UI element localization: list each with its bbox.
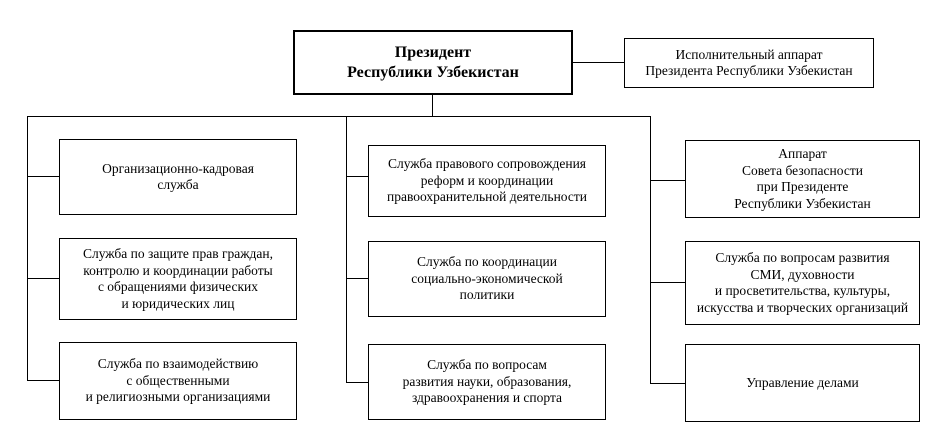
connector-left-2 [27,278,59,279]
middle-service-box-1: Служба правового сопровождения реформ и … [368,145,606,217]
connector-right-2 [650,282,685,283]
right-service-box-3: Управление делами [685,344,920,422]
connector-president-to-executive [572,62,624,63]
middle-service-label-3: Служба по вопросам развития науки, образ… [402,357,572,406]
left-service-label-3: Служба по взаимодействию с общественными… [85,356,271,405]
left-service-box-2: Служба по защите прав граждан, контролю … [59,238,297,320]
middle-service-label-2: Служба по координации социально-экономич… [411,254,563,303]
right-service-label-2: Служба по вопросам развития СМИ, духовно… [696,250,909,315]
left-service-box-3: Служба по взаимодействию с общественными… [59,342,297,420]
executive-office-label: Исполнительный аппарат Президента Респуб… [645,46,853,79]
connector-left-vertical [27,116,28,381]
connector-middle-1 [346,176,368,177]
connector-right-vertical [650,116,651,384]
left-service-label-2: Служба по защите прав граждан, контролю … [82,246,274,311]
connector-middle-vertical [346,116,347,383]
connector-right-1 [650,180,685,181]
right-service-label-1: Аппарат Совета безопасности при Президен… [734,146,871,211]
executive-office-box: Исполнительный аппарат Президента Респуб… [624,38,874,88]
president-box: Президент Республики Узбекистан [293,30,573,95]
connector-president-down [432,95,433,116]
president-label: Президент Республики Узбекистан [347,43,519,81]
left-service-box-1: Организационно-кадровая служба [59,139,297,215]
connector-left-3 [27,380,59,381]
connector-right-3 [650,383,685,384]
connector-middle-2 [346,278,368,279]
middle-service-box-2: Служба по координации социально-экономич… [368,241,606,317]
connector-left-1 [27,176,59,177]
right-service-box-2: Служба по вопросам развития СМИ, духовно… [685,241,920,325]
middle-service-box-3: Служба по вопросам развития науки, образ… [368,344,606,420]
connector-middle-3 [346,382,368,383]
right-service-box-1: Аппарат Совета безопасности при Президен… [685,140,920,218]
left-service-label-1: Организационно-кадровая служба [102,160,254,193]
right-service-label-3: Управление делами [746,374,859,390]
connector-main-horizontal [27,116,651,117]
middle-service-label-1: Служба правового сопровождения реформ и … [387,156,587,205]
